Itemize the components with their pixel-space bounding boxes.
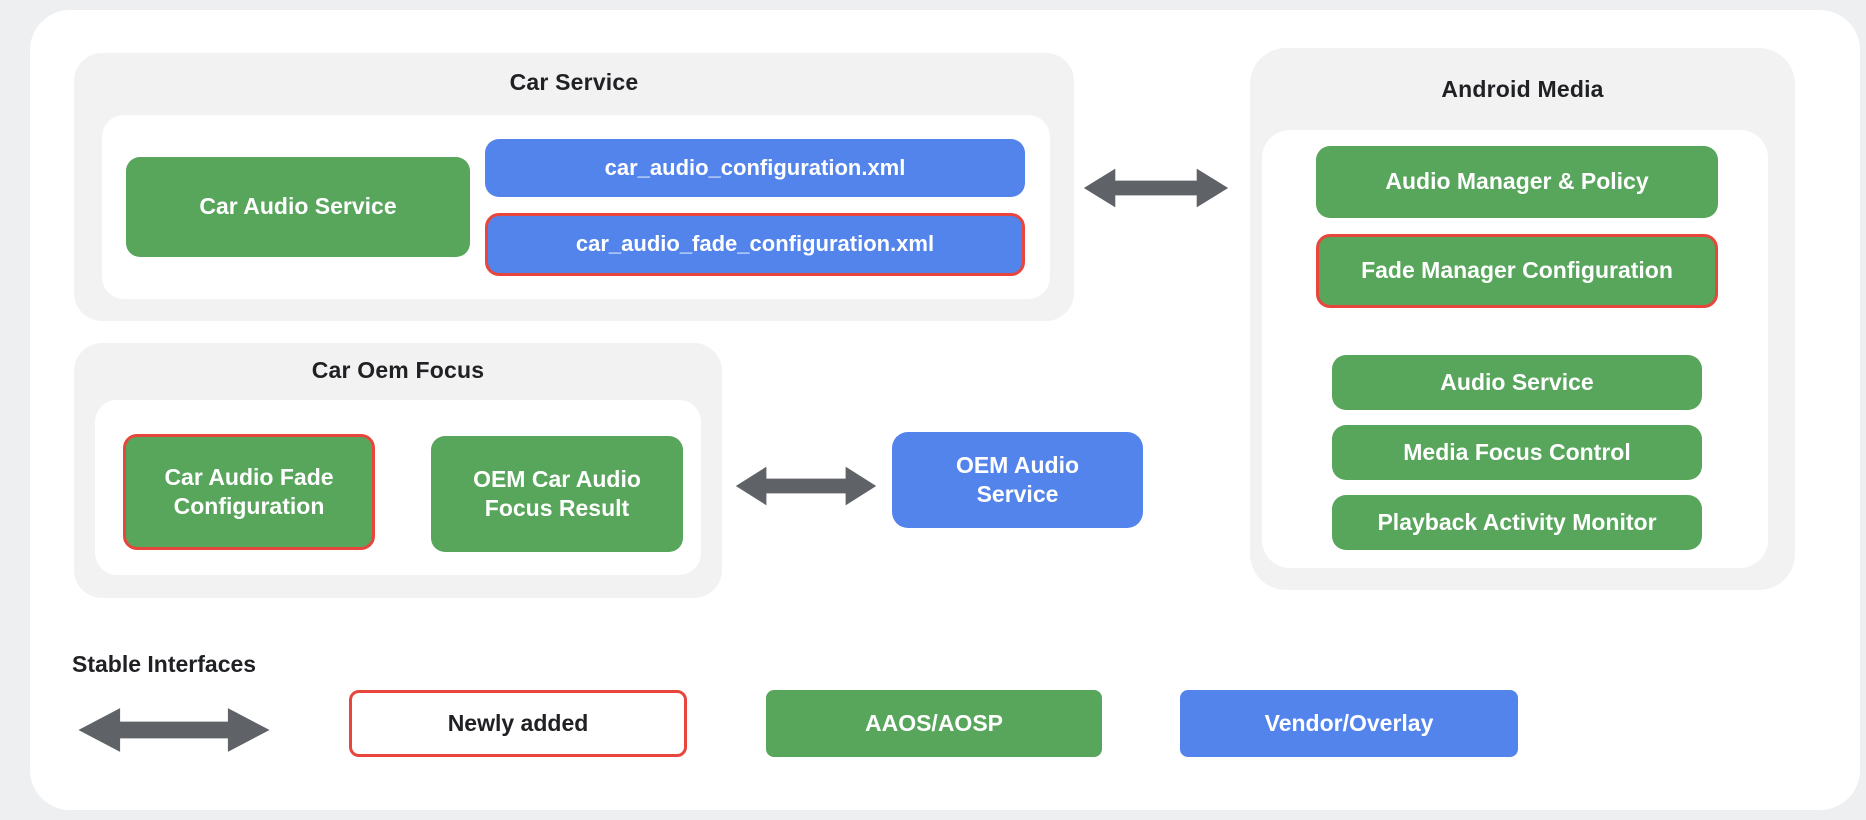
legend-stable-interfaces-label: Stable Interfaces [72, 651, 257, 677]
group-title-android-media: Android Media [1441, 76, 1604, 102]
node-media-focus-control: Media Focus Control [1332, 425, 1702, 480]
node-oem-car-audio-focus-result: OEM Car Audio Focus Result [431, 436, 683, 552]
node-car-audio-service: Car Audio Service [126, 157, 470, 257]
bidirectional-arrow-icon-car-oem-focus-oem-audio-service [734, 463, 878, 509]
legend-vendor-overlay: Vendor/Overlay [1180, 690, 1518, 757]
group-title-car-oem-focus: Car Oem Focus [311, 357, 485, 383]
node-audio-service: Audio Service [1332, 355, 1702, 410]
node-car-audio-configuration-xml: car_audio_configuration.xml [485, 139, 1025, 197]
group-car-oem-focus: Car Oem Focus Car Audio Fade Configurati… [74, 343, 722, 598]
group-title-car-service: Car Service [509, 69, 639, 95]
node-playback-activity-monitor: Playback Activity Monitor [1332, 495, 1702, 550]
group-android-media: Android Media Audio Manager & Policy Fad… [1250, 48, 1795, 590]
node-fade-manager-configuration: Fade Manager Configuration [1316, 234, 1718, 308]
node-audio-manager-policy: Audio Manager & Policy [1316, 146, 1718, 218]
bidirectional-arrow-icon-legend [76, 704, 272, 756]
bidirectional-arrow-icon-car-service-android-media [1082, 165, 1230, 211]
group-car-service: Car Service Car Audio Service car_audio_… [74, 53, 1074, 321]
node-oem-audio-service: OEM Audio Service [892, 432, 1143, 528]
legend-aaos-aosp: AAOS/AOSP [766, 690, 1102, 757]
node-car-audio-fade-configuration-xml: car_audio_fade_configuration.xml [485, 213, 1025, 276]
diagram-card: Car Service Car Audio Service car_audio_… [30, 10, 1860, 810]
legend-newly-added: Newly added [349, 690, 687, 757]
group-android-media-inner: Audio Manager & Policy Fade Manager Conf… [1262, 130, 1768, 568]
group-car-service-inner: Car Audio Service car_audio_configuratio… [102, 115, 1050, 299]
node-car-audio-fade-configuration: Car Audio Fade Configuration [123, 434, 375, 550]
group-car-oem-focus-inner: Car Audio Fade Configuration OEM Car Aud… [95, 400, 701, 575]
